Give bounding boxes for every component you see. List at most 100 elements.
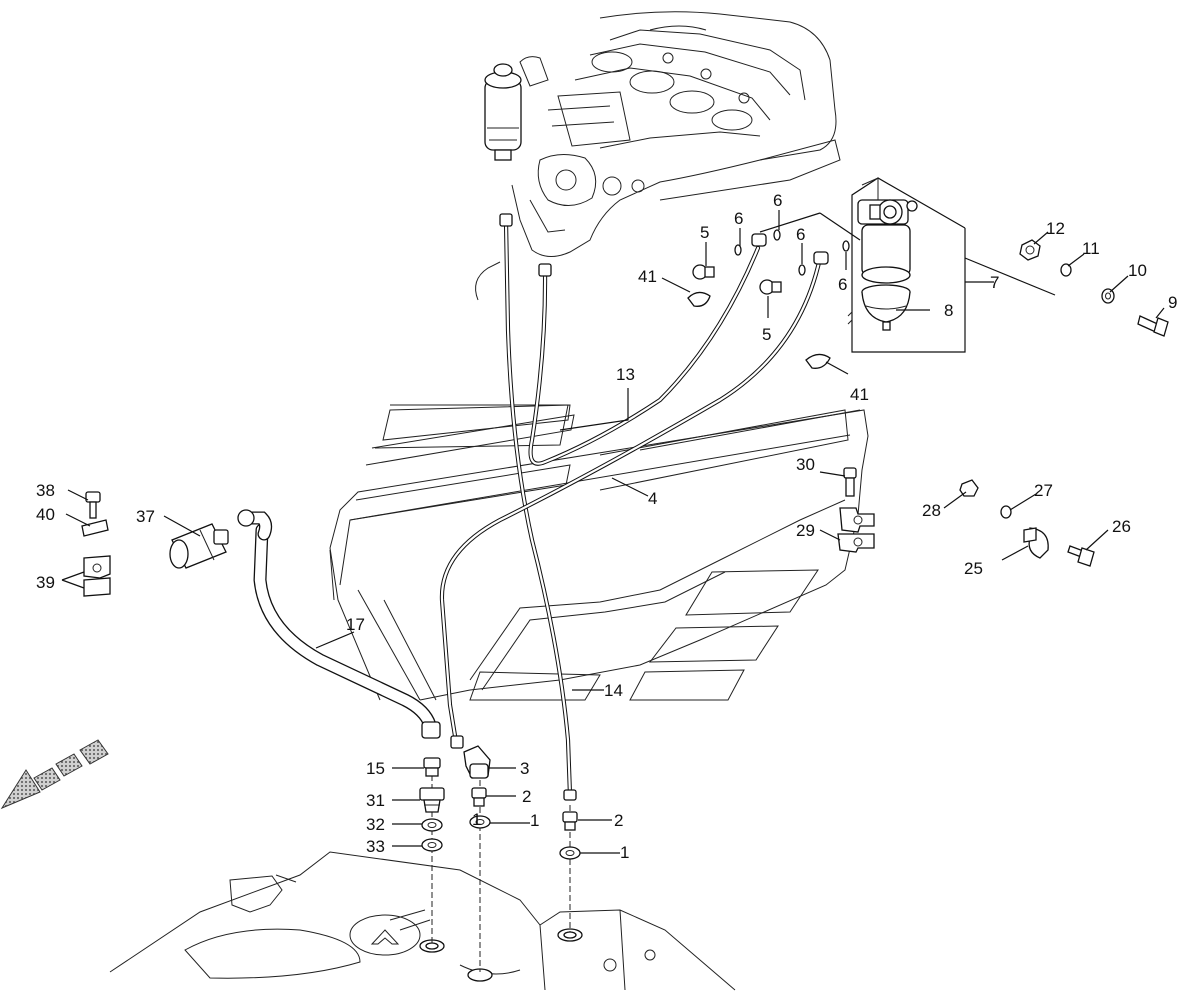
hose-13-top-nut: [538, 263, 552, 277]
callout-8: 8: [944, 301, 953, 320]
callout-17: 17: [346, 615, 365, 634]
drain-boss-left-inner: [425, 942, 439, 950]
leader-lines: [61, 210, 1165, 854]
fuel-filter: [857, 177, 918, 284]
washer-1-right: [559, 846, 581, 860]
hose-17: [253, 523, 437, 732]
hose-14: [503, 219, 573, 798]
washer-6d: [842, 240, 850, 252]
engine-oil-filter: [484, 63, 522, 161]
callout-28: 28: [922, 501, 941, 520]
clamp-29: [837, 507, 875, 553]
hose-4-filter-nut: [813, 251, 829, 265]
direction-arrow-icon: [0, 739, 109, 810]
washer-10-hole: [1105, 292, 1111, 300]
callout-5-top: 5: [700, 223, 709, 242]
callout-9: 9: [1168, 293, 1177, 312]
filter-bowl: [847, 284, 911, 331]
seal-32: [421, 818, 443, 832]
hose-17-bottom-nut: [421, 721, 441, 739]
callout-6-a: 6: [734, 209, 743, 228]
hose-clip-41-right: [805, 353, 831, 369]
washer-6c: [798, 264, 806, 276]
washer-1-right-hole: [565, 850, 575, 856]
fitting-15: [423, 757, 441, 777]
clamp-39: [83, 555, 111, 597]
fitting-2-right: [562, 811, 578, 831]
tank-bottom-outline: [109, 851, 736, 991]
callout-25: 25: [964, 559, 983, 578]
callout-41-right: 41: [850, 385, 869, 404]
hose-14-bottom-nut: [563, 789, 577, 801]
banjo-bolt-bottom: [759, 279, 782, 295]
banjo-bolt-top: [692, 264, 715, 280]
callout-14: 14: [604, 681, 623, 700]
washer-10: [1101, 288, 1115, 304]
callout-33: 33: [366, 837, 385, 856]
callout-26: 26: [1112, 517, 1131, 536]
callout-38: 38: [36, 481, 55, 500]
callout-12: 12: [1046, 219, 1065, 238]
washer-6a: [734, 244, 742, 256]
callout-10: 10: [1128, 261, 1147, 280]
callout-6-b: 6: [773, 191, 782, 210]
screw-30: [843, 467, 857, 497]
callout-30: 30: [796, 455, 815, 474]
clamp-25: [1023, 527, 1049, 559]
bolt-9: [1137, 315, 1169, 337]
fuel-tank-outline: [329, 404, 869, 701]
callout-11: 11: [1082, 239, 1100, 258]
hose-clip-41-left: [687, 291, 711, 307]
callout-labels: 1 1 1 2 2 3 4 5 5 6 6 6 6 7 8 9 10 11 12…: [36, 191, 1177, 862]
fitting-31: [419, 787, 445, 813]
hose-13-filter-nut: [751, 233, 767, 247]
washer-1-mid: [469, 815, 491, 829]
callout-1-mid: 1: [472, 810, 481, 829]
hose-14-top-nut: [499, 213, 513, 227]
plate-40: [81, 519, 109, 537]
hose-13: [528, 245, 761, 466]
fitting-2-mid: [471, 787, 487, 807]
callout-2-mid: 2: [522, 787, 531, 806]
hose-17-elbow-top-fill: [238, 512, 271, 540]
callout-3: 3: [520, 759, 529, 778]
callout-32: 32: [366, 815, 385, 834]
washer-27: [1000, 505, 1012, 519]
callout-1-right: 1: [620, 843, 629, 862]
callout-39: 39: [36, 573, 55, 592]
hose-4: [439, 255, 823, 745]
elbow-fitting-3: [463, 745, 491, 779]
callout-15: 15: [366, 759, 385, 778]
hex-nut-12: [1019, 239, 1041, 261]
washer-6b: [773, 229, 781, 241]
engine-outline: [475, 11, 841, 301]
seal-33-hole: [427, 842, 437, 848]
seal-32-hole: [427, 822, 437, 828]
callout-1-mid-b: 1: [530, 811, 539, 830]
hose-4-bottom-nut: [450, 735, 464, 749]
sensor-37: [169, 523, 229, 569]
lock-washer-11: [1060, 263, 1072, 277]
callout-40: 40: [36, 505, 55, 524]
callout-29: 29: [796, 521, 815, 540]
callout-5-bottom: 5: [762, 325, 771, 344]
callout-7: 7: [990, 273, 999, 292]
callout-27: 27: [1034, 481, 1053, 500]
hose-17-top-nut: [237, 509, 255, 527]
bolt-38: [85, 491, 101, 519]
filter-frame: [759, 177, 1056, 353]
callout-13: 13: [616, 365, 635, 384]
callout-37: 37: [136, 507, 155, 526]
drain-boss-right-inner: [563, 931, 577, 939]
callout-6-c: 6: [796, 225, 805, 244]
callout-31: 31: [366, 791, 385, 810]
nut-28: [959, 479, 979, 497]
callout-2-right: 2: [614, 811, 623, 830]
callout-41-left: 41: [638, 267, 657, 286]
bolt-26: [1067, 545, 1095, 567]
seal-33: [421, 838, 443, 852]
washer-1-mid-hole: [475, 819, 485, 825]
callout-6-d: 6: [838, 275, 847, 294]
